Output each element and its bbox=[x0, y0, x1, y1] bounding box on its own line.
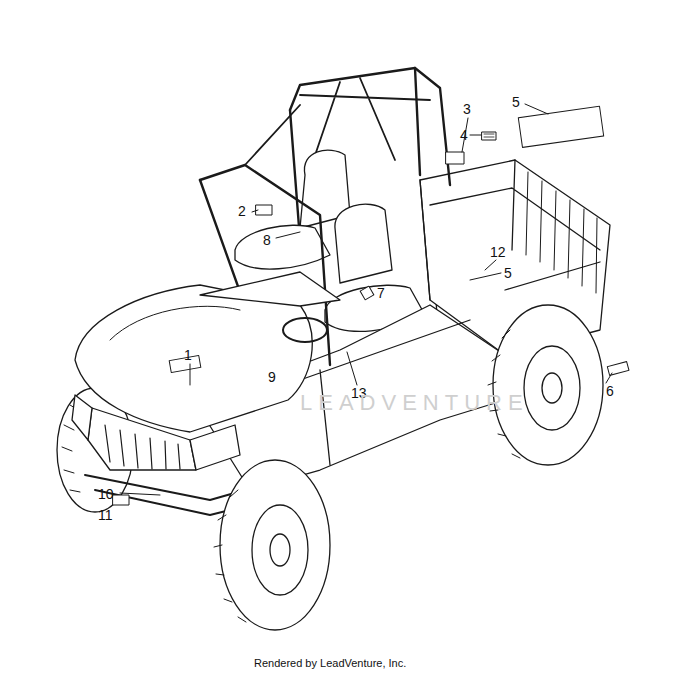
caption: Rendered by LeadVenture, Inc. bbox=[254, 658, 406, 669]
callout-number: 1 bbox=[184, 348, 192, 362]
callout-number: 2 bbox=[238, 204, 246, 218]
callout-number: 5 bbox=[512, 95, 520, 109]
callout-number: 7 bbox=[377, 286, 385, 300]
callout-number: 6 bbox=[606, 384, 614, 398]
callout-number: 8 bbox=[263, 233, 271, 247]
callout-number: 11 bbox=[98, 508, 113, 522]
callout-number: 5 bbox=[504, 266, 512, 280]
callout-number: 3 bbox=[463, 102, 471, 116]
watermark: LEADVENTURE bbox=[300, 392, 529, 414]
callout-number: 12 bbox=[490, 245, 506, 259]
callout-number: 9 bbox=[268, 370, 276, 384]
callout-number: 4 bbox=[460, 128, 468, 142]
callout-number: 10 bbox=[98, 487, 114, 501]
